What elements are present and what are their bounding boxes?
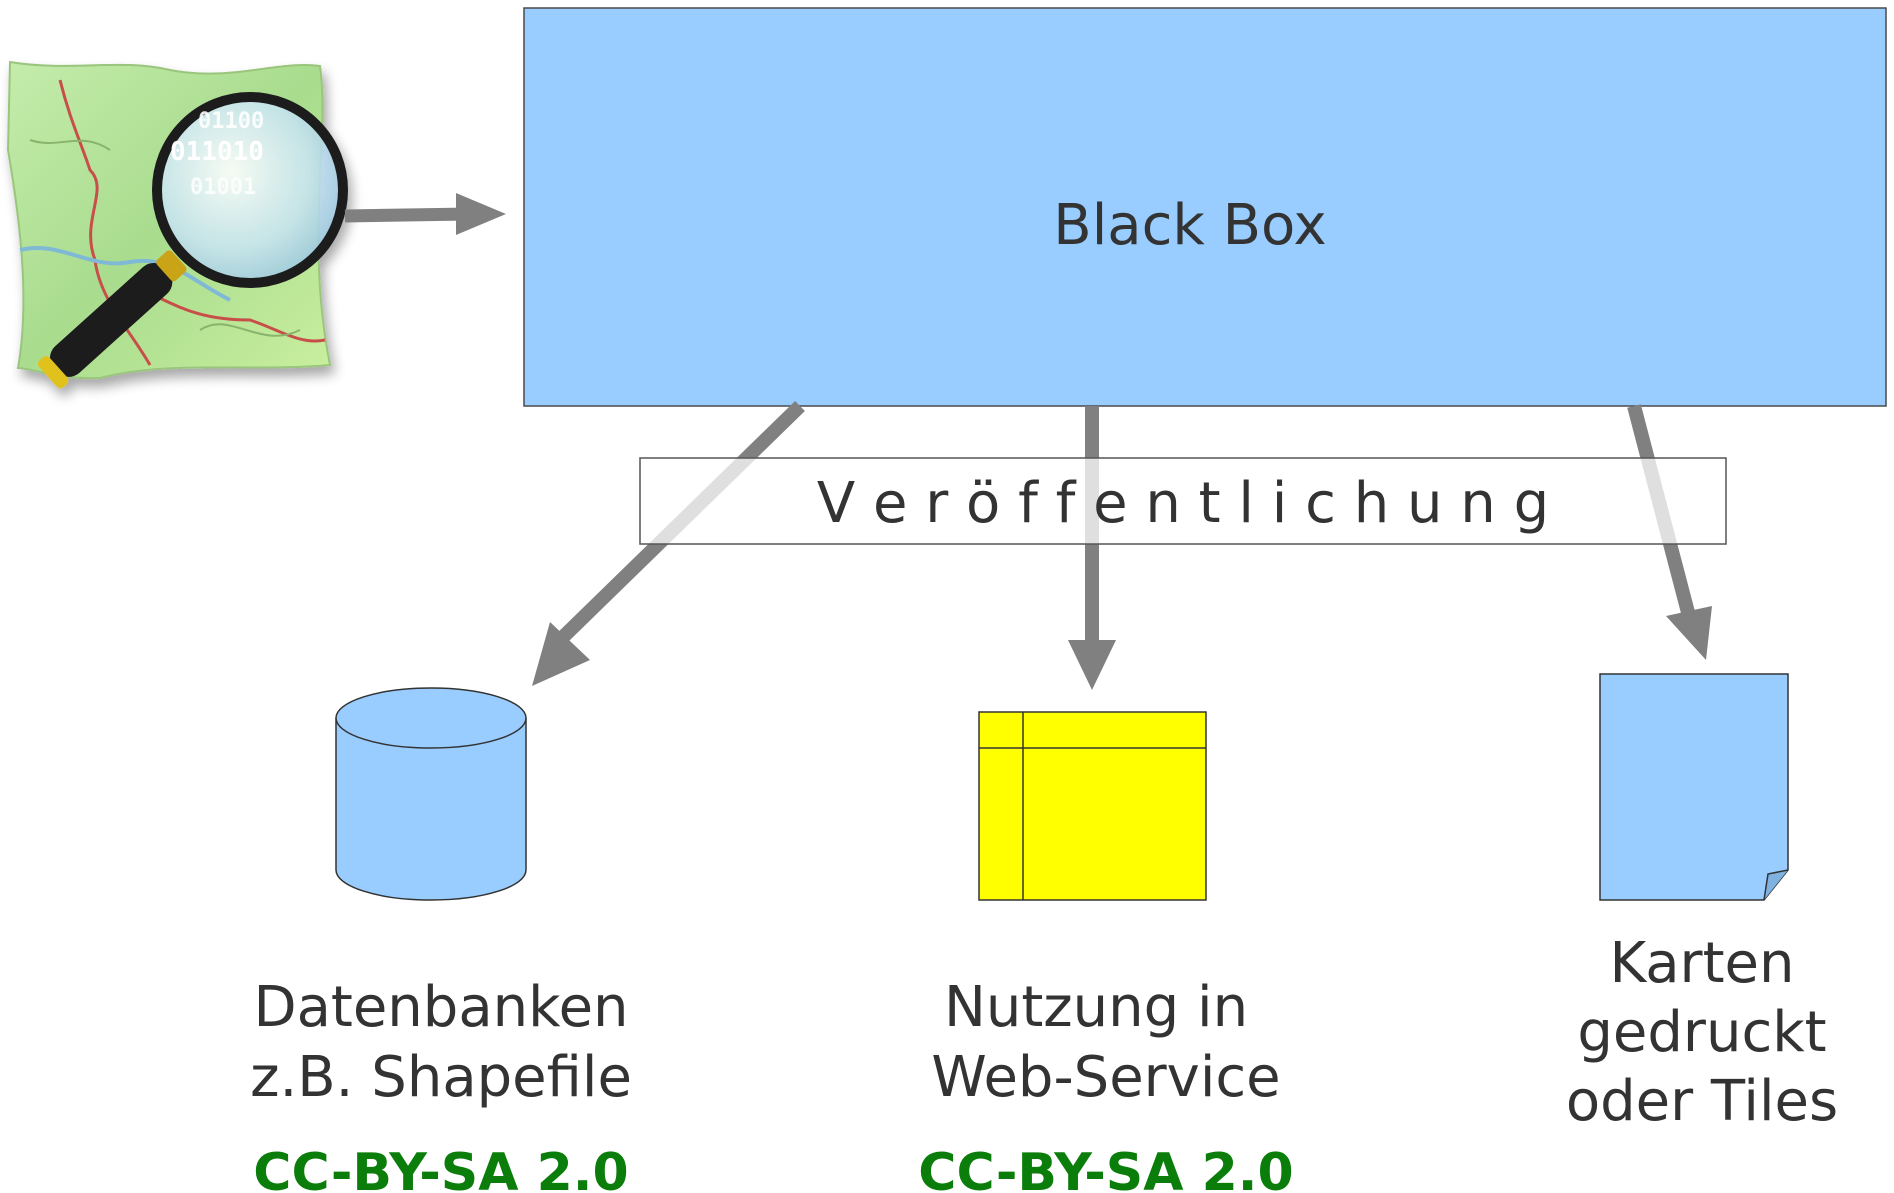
- caption-maps-line-1: Karten: [1610, 931, 1795, 996]
- svg-text:01001: 01001: [190, 175, 256, 200]
- caption-maps-line-3: oder Tiles: [1566, 1069, 1838, 1134]
- database-icon: [335, 687, 527, 901]
- caption-maps: Karten gedruckt oder Tiles: [1566, 931, 1838, 1134]
- caption-webservice-line-2: Web-Service: [931, 1045, 1280, 1110]
- page-icon: [1599, 673, 1789, 901]
- openstreetmap-logo-icon: 01100 011010 01001: [6, 60, 348, 389]
- svg-text:01100: 01100: [198, 109, 264, 134]
- caption-database-line-2: z.B. Shapefile: [250, 1045, 632, 1110]
- caption-webservice: Nutzung in Web-Service CC-BY-SA 2.0: [918, 975, 1293, 1193]
- table-icon: [978, 711, 1207, 901]
- license-webservice: CC-BY-SA 2.0: [918, 1143, 1293, 1193]
- publication-label: V e r ö f f e n t l i c h u n g: [817, 471, 1549, 536]
- caption-maps-line-2: gedruckt: [1577, 1000, 1826, 1065]
- publication-label-box: V e r ö f f e n t l i c h u n g: [639, 457, 1727, 545]
- black-box: Black Box: [523, 7, 1887, 407]
- output-arrow-webservice: [1068, 406, 1116, 690]
- license-database: CC-BY-SA 2.0: [253, 1143, 628, 1193]
- caption-database-line-1: Datenbanken: [253, 975, 628, 1040]
- input-arrow: [344, 193, 506, 235]
- black-box-label: Black Box: [1053, 193, 1326, 258]
- svg-text:011010: 011010: [170, 137, 264, 167]
- caption-database: Datenbanken z.B. Shapefile CC-BY-SA 2.0: [250, 975, 632, 1193]
- caption-webservice-line-1: Nutzung in: [944, 975, 1248, 1040]
- output-arrow-database: [532, 400, 805, 686]
